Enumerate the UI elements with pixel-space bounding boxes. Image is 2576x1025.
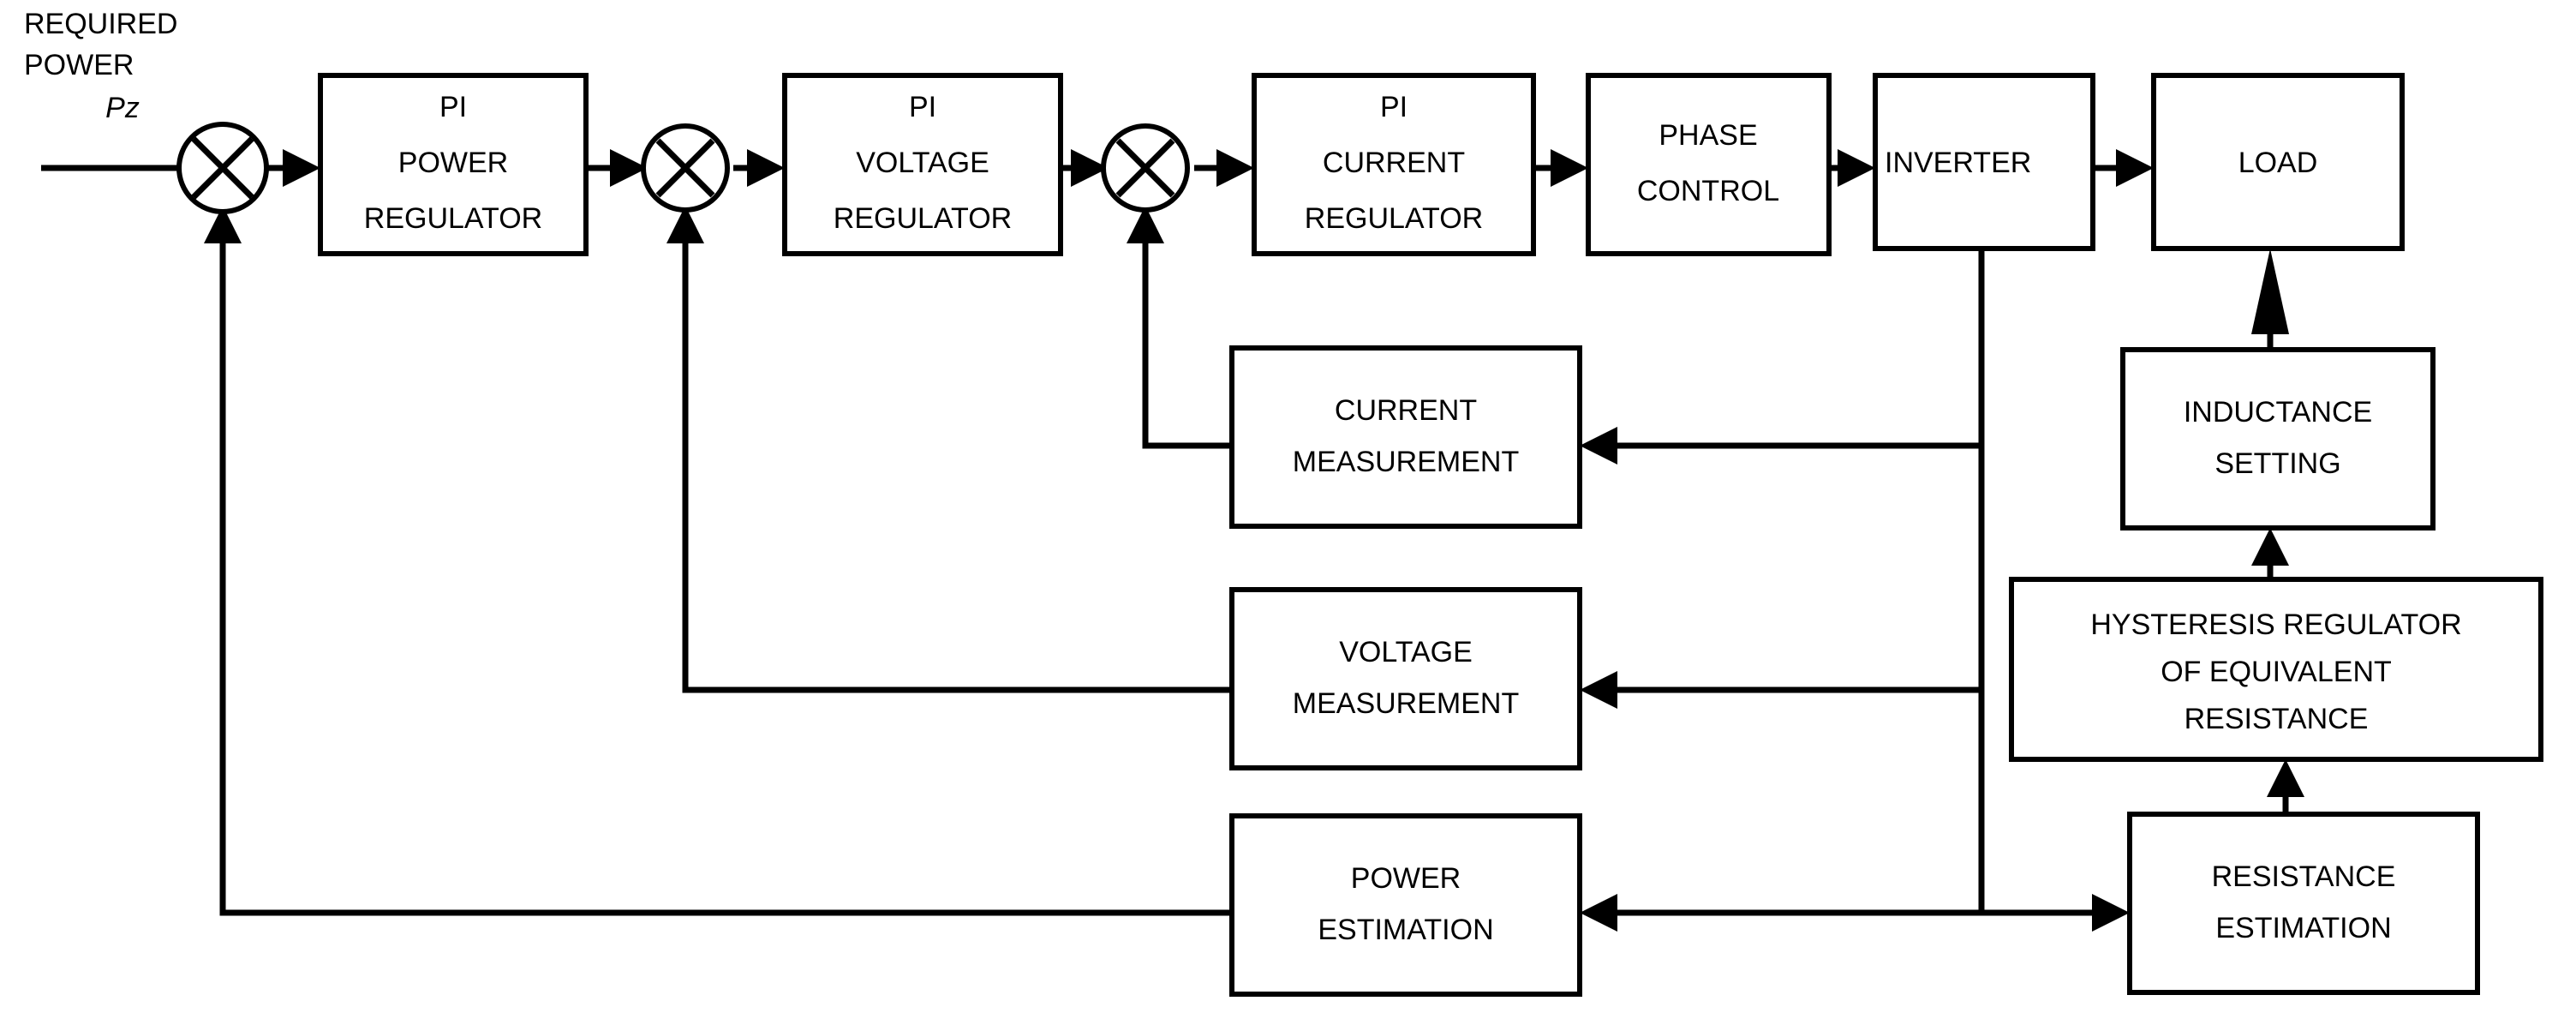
summing-junction-power[interactable] <box>176 122 269 214</box>
block-load[interactable]: LOAD <box>2151 73 2405 251</box>
required-power-source-label: REQUIRED POWER Pz <box>24 8 177 124</box>
block-phase-control[interactable]: PHASE CONTROL <box>1586 73 1832 256</box>
block-power-estimation[interactable]: POWER ESTIMATION <box>1229 813 1582 997</box>
block-label-line: CURRENT <box>1323 147 1465 179</box>
block-pi-power-regulator[interactable]: PI POWER REGULATOR <box>318 73 589 256</box>
arrowhead-pi-voltage-in <box>747 149 785 187</box>
source-symbol-pz: Pz <box>105 92 140 124</box>
arrowhead-sum-voltage-feedback <box>666 206 704 243</box>
block-voltage-measurement[interactable]: VOLTAGE MEASUREMENT <box>1229 587 1582 770</box>
block-pi-voltage-regulator[interactable]: PI VOLTAGE REGULATOR <box>782 73 1063 256</box>
block-label-line: POWER <box>398 147 508 179</box>
arrowhead-sum-power-feedback <box>204 206 242 243</box>
block-resistance-estimation[interactable]: RESISTANCE ESTIMATION <box>2127 812 2480 995</box>
block-label-line: CONTROL <box>1637 175 1779 207</box>
source-label-line1: REQUIRED <box>24 8 177 40</box>
arrowhead-inductance-setting-in <box>2251 528 2289 566</box>
arrowhead-resistance-estimation-in <box>2092 894 2130 932</box>
block-label-line: REGULATOR <box>1305 202 1483 235</box>
block-label-line: ESTIMATION <box>2215 912 2391 944</box>
block-label-line: RESISTANCE <box>2212 860 2396 893</box>
block-label-line: CURRENT <box>1335 394 1477 427</box>
block-label-line: ESTIMATION <box>1318 914 1493 946</box>
arrowhead-sum-current-in <box>1071 149 1109 187</box>
block-inductance-setting[interactable]: INDUCTANCE SETTING <box>2120 347 2436 530</box>
block-hysteresis-regulator[interactable]: HYSTERESIS REGULATOR OF EQUIVALENT RESIS… <box>2009 577 2543 762</box>
arrowhead-load-bottom-in <box>2251 249 2289 334</box>
arrowhead-power-estimation-in <box>1580 894 1617 932</box>
arrowhead-pi-current-in <box>1216 149 1254 187</box>
wire-current-measurement-to-sum-current <box>1142 243 1232 449</box>
block-label-line: OF EQUIVALENT <box>2161 656 2392 688</box>
block-label-line: POWER <box>1351 862 1461 895</box>
arrowhead-phase-control-in <box>1551 149 1588 187</box>
arrowhead-hysteresis-in <box>2267 759 2304 797</box>
block-label-line: MEASUREMENT <box>1293 687 1519 720</box>
wire-power-estimation-to-sum-power <box>219 243 1232 916</box>
block-label-line: LOAD <box>2238 147 2318 179</box>
block-label-line: INVERTER <box>1885 147 2031 179</box>
block-label-line: REGULATOR <box>364 202 542 235</box>
block-label-line: VOLTAGE <box>1339 636 1473 668</box>
arrowhead-voltage-measurement-in <box>1580 671 1617 709</box>
block-label-line: PHASE <box>1659 119 1757 152</box>
block-label-line: PI <box>439 91 467 123</box>
block-label-line: PI <box>1380 91 1408 123</box>
block-label-line: PI <box>909 91 936 123</box>
arrowhead-sum-current-feedback <box>1127 206 1164 243</box>
block-label-line: RESISTANCE <box>2185 703 2369 735</box>
summing-junction-current[interactable] <box>1101 123 1190 213</box>
block-pi-current-regulator[interactable]: PI CURRENT REGULATOR <box>1252 73 1536 256</box>
block-label-line: VOLTAGE <box>856 147 989 179</box>
arrowhead-sum-voltage-in <box>610 149 648 187</box>
block-inverter[interactable]: INVERTER <box>1873 73 2095 251</box>
summing-junction-voltage[interactable] <box>641 123 730 213</box>
block-label-line: INDUCTANCE <box>2184 396 2372 429</box>
arrowhead-current-measurement-in <box>1580 427 1617 465</box>
block-current-measurement[interactable]: CURRENT MEASUREMENT <box>1229 345 1582 529</box>
wire-voltage-measurement-to-sum-voltage <box>682 243 1232 693</box>
arrowhead-inverter-in <box>1838 149 1875 187</box>
source-label-line2: POWER <box>24 49 134 81</box>
block-label-line: MEASUREMENT <box>1293 446 1519 478</box>
block-label-line: REGULATOR <box>834 202 1012 235</box>
arrowhead-pi-power-in <box>283 149 320 187</box>
arrowhead-load-in <box>2116 149 2154 187</box>
block-label-line: HYSTERESIS REGULATOR <box>2090 608 2461 641</box>
block-label-line: SETTING <box>2214 447 2340 480</box>
